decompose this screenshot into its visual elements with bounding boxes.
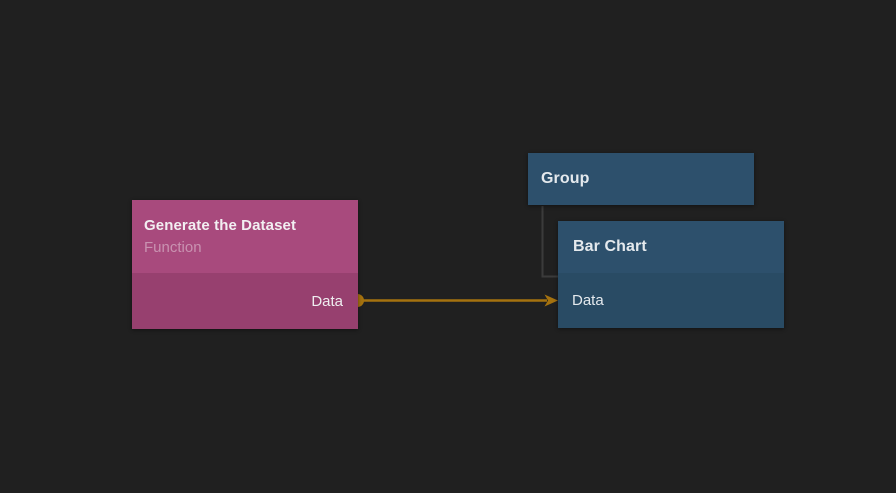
node-generate-dataset-header[interactable]: Generate the Dataset Function	[132, 200, 358, 273]
wire-arrowhead-icon	[544, 294, 558, 307]
node-generate-dataset-body: Data	[132, 273, 358, 329]
node-bar-chart[interactable]: Bar Chart Data	[558, 221, 784, 328]
node-generate-dataset[interactable]: Generate the Dataset Function Data	[132, 200, 358, 329]
output-port-data[interactable]: Data	[311, 292, 343, 310]
node-title: Generate the Dataset	[144, 217, 297, 234]
node-title: Group	[541, 170, 590, 187]
node-group[interactable]: Group	[528, 153, 754, 205]
node-group-header[interactable]: Group	[528, 153, 754, 205]
node-bar-chart-body: Data	[558, 273, 784, 328]
node-bar-chart-header[interactable]: Bar Chart	[558, 221, 784, 273]
group-child-tree-line	[541, 206, 558, 278]
node-subtitle: Function	[144, 239, 202, 256]
node-title: Bar Chart	[573, 238, 647, 255]
input-port-data[interactable]: Data	[572, 292, 604, 309]
